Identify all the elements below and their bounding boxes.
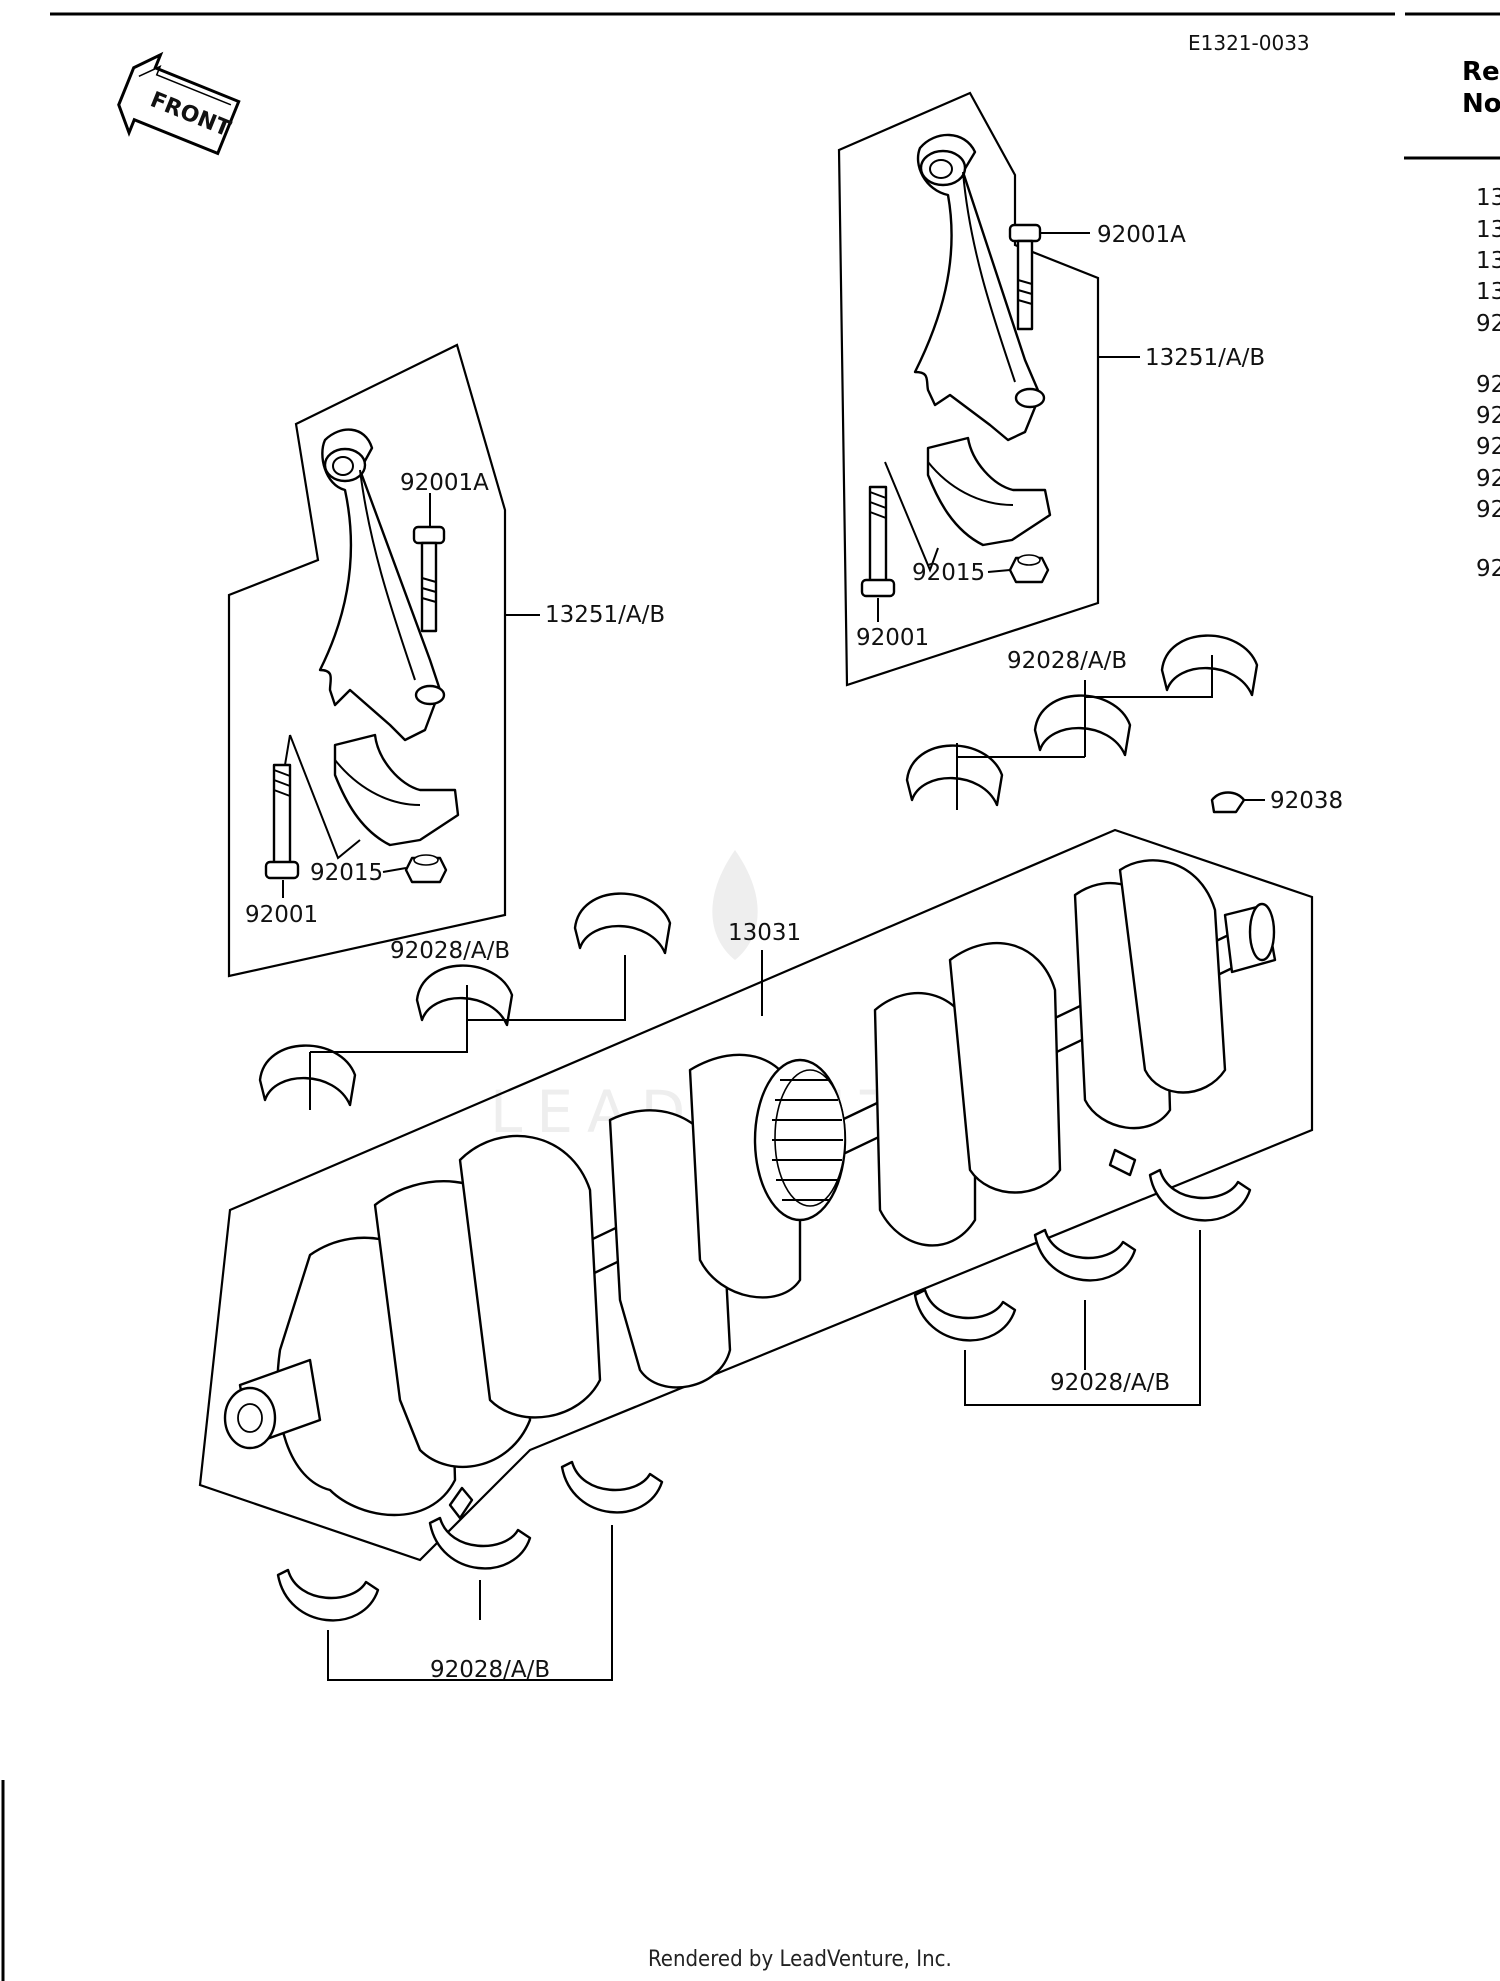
callout-crankshaft: 13031 xyxy=(728,920,801,946)
callout-rod-right-nut: 92015 xyxy=(912,560,985,586)
parts-list-row: 92 xyxy=(1476,403,1500,429)
rod-left-bolt xyxy=(264,763,300,880)
rod-right-cap xyxy=(926,436,1052,547)
rod-right-nut xyxy=(1008,554,1050,584)
callout-rod-left-rod: 13251/A/B xyxy=(545,602,665,628)
bearing-shell xyxy=(1033,1228,1137,1282)
bearing-shell xyxy=(1160,634,1259,697)
crankshaft-plugs xyxy=(448,1148,1137,1520)
front-arrow: FRONT xyxy=(117,51,241,156)
crankshaft-front-end xyxy=(223,1358,322,1450)
crankshaft-gear xyxy=(753,1058,847,1222)
parts-list-row: 92 xyxy=(1476,434,1500,460)
footer-credit: Rendered by LeadVenture, Inc. xyxy=(648,1947,952,1972)
callout-rod-left-bolt: 92001 xyxy=(245,902,318,928)
crankshaft-webs xyxy=(276,859,1227,1517)
callout-bearing-bottom-left: 92028/A/B xyxy=(430,1657,550,1683)
parts-list-row: 92 xyxy=(1476,556,1500,582)
crankshaft-key xyxy=(1210,791,1265,814)
crankshaft-frame xyxy=(198,828,1314,1562)
rod-left-cap-bolt-a xyxy=(412,525,446,633)
callout-labels: 92001A 13251/A/B 92015 92001 92001A 1325… xyxy=(245,222,1343,1683)
callout-rod-right-rod: 13251/A/B xyxy=(1145,345,1265,371)
callout-rod-left-nut: 92015 xyxy=(310,860,383,886)
callout-rod-right-bolt: 92001 xyxy=(856,625,929,651)
diagram-code: E1321-0033 xyxy=(1188,31,1310,55)
parts-list-row: 92 xyxy=(1476,466,1500,492)
bearing-leaders xyxy=(309,655,1213,1681)
bearing-shells xyxy=(258,634,1259,1622)
crankshaft-group xyxy=(198,828,1314,1562)
bearing-shell xyxy=(258,1044,357,1107)
parts-list-row: 13 xyxy=(1476,279,1500,305)
parts-list-row: 13 xyxy=(1476,217,1500,243)
callout-rod-right-bolt-a: 92001A xyxy=(1097,222,1186,248)
callout-bearing-top-right: 92028/A/B xyxy=(1007,648,1127,674)
callout-bearing-mid-left: 92028/A/B xyxy=(390,938,510,964)
bearing-shell xyxy=(1148,1168,1252,1222)
parts-list-row: 92 xyxy=(1476,311,1500,337)
parts-list-row: 13 xyxy=(1476,185,1500,211)
bearing-shell xyxy=(913,1288,1017,1342)
parts-list-panel: Re No 13 13 13 13 92 92 92 92 92 92 92 xyxy=(1404,57,1500,582)
parts-list-rows: 13 13 13 13 92 92 92 92 92 92 92 xyxy=(1476,185,1500,582)
parts-list-row: 13 xyxy=(1476,248,1500,274)
rod-left-cap xyxy=(333,733,460,847)
connecting-rod-left-group xyxy=(227,343,540,978)
parts-list-header-line2: No xyxy=(1462,89,1500,119)
rod-right-cap-bolt-a xyxy=(1008,223,1042,331)
bearing-shell xyxy=(560,1460,664,1514)
bearing-shell xyxy=(573,892,672,955)
rod-right-bolt xyxy=(860,485,896,598)
parts-list-row: 92 xyxy=(1476,372,1500,398)
crankshaft-rear-end xyxy=(1223,902,1277,974)
rod-left-nut xyxy=(404,854,448,884)
callout-key: 92038 xyxy=(1270,788,1343,814)
parts-list-header-line1: Re xyxy=(1462,57,1500,87)
bearing-shell xyxy=(1033,694,1132,757)
connecting-rod-right-group xyxy=(837,91,1140,687)
bearing-shell xyxy=(415,964,514,1027)
callout-rod-left-bolt-a: 92001A xyxy=(400,470,489,496)
bearing-shell xyxy=(276,1568,380,1622)
bearing-shell xyxy=(905,744,1004,807)
rod-right-frame xyxy=(837,91,1100,687)
parts-list-row: 92 xyxy=(1476,497,1500,523)
callout-bearing-mid-right: 92028/A/B xyxy=(1050,1370,1170,1396)
bearing-shell xyxy=(428,1516,532,1570)
rod-left-frame xyxy=(227,343,507,978)
